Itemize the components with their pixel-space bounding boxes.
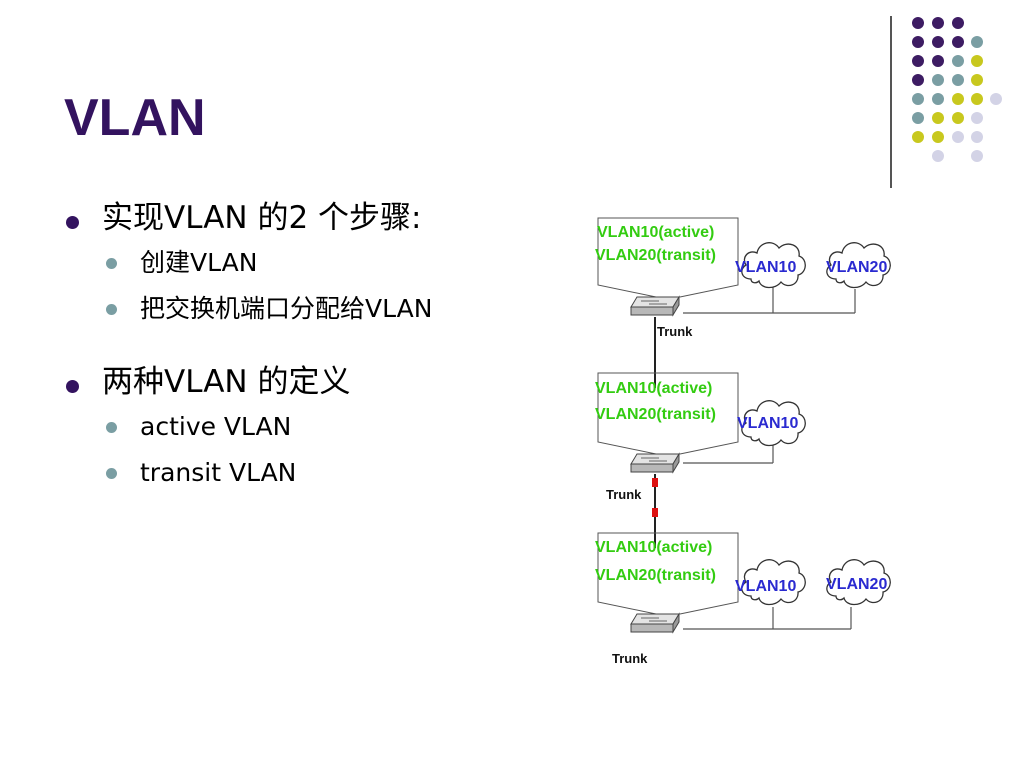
switch-3-transit-label: VLAN20(transit) xyxy=(595,567,716,584)
switch-1-icon xyxy=(630,296,680,316)
switch-3-label-box xyxy=(597,532,739,615)
dot-row-3 xyxy=(912,55,983,67)
bullet-definitions: 两种VLAN 的定义 xyxy=(60,360,540,404)
switch-1-label-box xyxy=(597,217,739,298)
dot-row-6 xyxy=(912,112,983,124)
trunk-1-label: Trunk xyxy=(657,324,693,339)
cloud-1a-label: VLAN10 xyxy=(735,259,796,276)
switch-1-group: VLAN10(active) VLAN20(transit) VLAN10 VL… xyxy=(595,217,891,316)
trunk-2-label: Trunk xyxy=(606,487,642,502)
dot-row-2 xyxy=(912,36,983,48)
sub-bullet-transit-vlan: transit VLAN xyxy=(60,450,540,496)
switch-3-active-label: VLAN10(active) xyxy=(595,539,712,556)
bullet-steps: 实现VLAN 的2 个步骤: xyxy=(60,196,540,240)
trunk-3-label: Trunk xyxy=(612,651,648,666)
switch-2-icon xyxy=(630,453,680,473)
cloud-3a-label: VLAN10 xyxy=(735,578,796,595)
cloud-1b-label: VLAN20 xyxy=(826,259,887,276)
switch-2-transit-label: VLAN20(transit) xyxy=(595,406,716,423)
dot-row-4 xyxy=(912,74,983,86)
dot-row-7 xyxy=(912,131,983,143)
dot-row-1 xyxy=(912,17,964,29)
sub-bullet-create-vlan: 创建VLAN xyxy=(60,240,540,286)
bullet-list: 实现VLAN 的2 个步骤: 创建VLAN 把交换机端口分配给VLAN 两种VL… xyxy=(60,196,540,496)
slide-title: VLAN xyxy=(64,89,206,147)
cloud-2a-label: VLAN10 xyxy=(737,415,798,432)
sub-bullet-assign-ports: 把交换机端口分配给VLAN xyxy=(60,286,540,332)
switch-3-group: VLAN10(active) VLAN20(transit) VLAN10 VL… xyxy=(595,532,891,633)
switch-2-label-box xyxy=(597,372,739,455)
decorative-dot-grid xyxy=(912,17,1002,162)
switch-2-group: VLAN10(active) VLAN20(transit) VLAN10 xyxy=(595,372,806,473)
switch-1-active-label: VLAN10(active) xyxy=(597,224,714,241)
switch-1-transit-label: VLAN20(transit) xyxy=(595,247,716,264)
switch-2-active-label: VLAN10(active) xyxy=(595,380,712,397)
cloud-3b-label: VLAN20 xyxy=(826,576,887,593)
sub-bullet-active-vlan: active VLAN xyxy=(60,404,540,450)
vertical-rule xyxy=(890,16,892,188)
switch-3-icon xyxy=(630,613,680,633)
dot-row-8 xyxy=(932,150,983,162)
dot-row-5 xyxy=(912,93,1002,105)
vlan-network-diagram: VLAN10(active) VLAN20(transit) VLAN10 VL… xyxy=(595,217,891,666)
